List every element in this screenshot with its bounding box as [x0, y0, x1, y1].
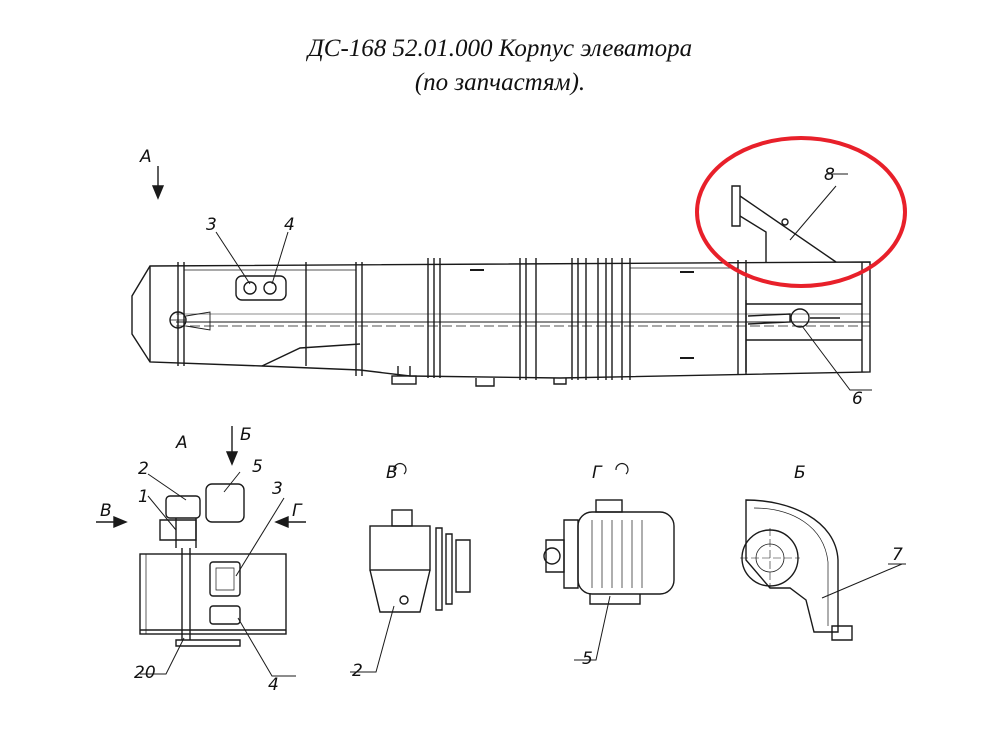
callout-a-3: 3 [272, 479, 283, 499]
callout-a-5: 5 [252, 457, 263, 477]
callout-a-2: 2 [138, 459, 149, 479]
callout-main-4: 4 [284, 215, 295, 235]
callout-main-6: 6 [852, 389, 863, 409]
view-g-title: Г [592, 463, 603, 483]
callout-main-8: 8 [824, 165, 835, 185]
view-a-title: А [175, 433, 188, 453]
callout-main-3: 3 [206, 215, 217, 235]
view-a-assembly [96, 426, 306, 647]
callout-v-2: 2 [352, 661, 363, 681]
view-b-title: Б [794, 463, 806, 483]
elevator-housing-main-view [131, 166, 871, 387]
drawing-subtitle: (по запчастям). [414, 69, 586, 96]
drawing-title: ДС-168 52.01.000 Корпус элеватора [307, 35, 693, 62]
view-v-arrow-label: В [100, 501, 112, 521]
view-b-head [740, 499, 853, 641]
view-b-arrow-label: Б [240, 425, 252, 445]
callout-a-20: 20 [134, 663, 156, 683]
highlight-ellipse [695, 136, 907, 288]
view-v-assembly [369, 462, 471, 613]
view-g-arrow-label: Г [292, 501, 303, 521]
view-g-motor [543, 462, 675, 605]
view-v-title: В [386, 463, 398, 483]
callout-leaders [140, 173, 906, 677]
callout-g-5: 5 [582, 649, 593, 669]
callout-b-7: 7 [892, 545, 903, 565]
callout-a-4: 4 [268, 675, 279, 695]
view-a-arrow-label: А [139, 147, 152, 167]
callout-a-1: 1 [138, 487, 149, 507]
